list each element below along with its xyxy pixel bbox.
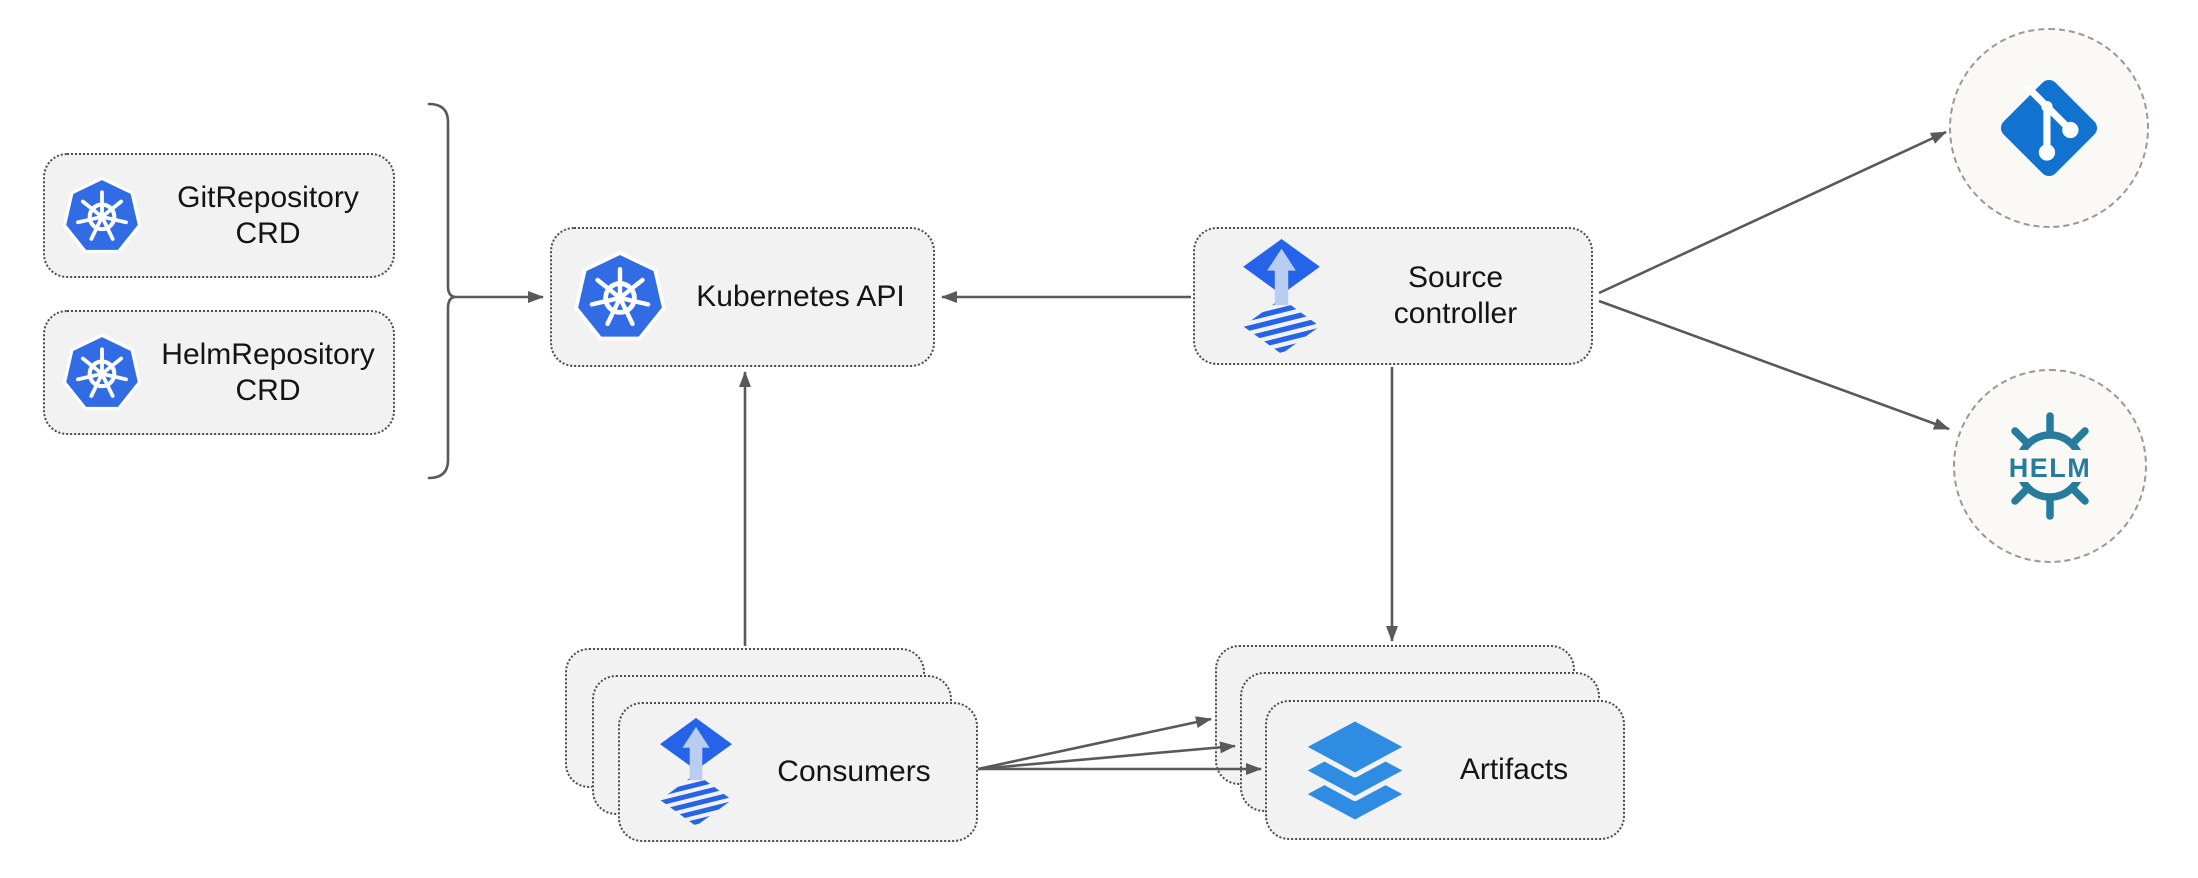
flux-source-icon (1243, 239, 1320, 354)
kubernetes-api-label: Kubernetes API (696, 280, 905, 313)
flux-source-icon (660, 718, 732, 826)
artifacts-label: Artifacts (1459, 753, 1569, 786)
kubernetes-icon (61, 175, 143, 257)
consumers-label: Consumers (777, 755, 931, 788)
arrow-source-controller-to-git (1598, 130, 1947, 295)
node-consumers: Consumers (618, 702, 978, 842)
node-kubernetes-api: Kubernetes API (550, 227, 935, 367)
git-icon (2000, 79, 2098, 177)
arrow-consumers-to-artifacts-2 (977, 741, 1236, 771)
node-artifacts: Artifacts (1265, 700, 1625, 840)
arrow-source-controller-to-helm (1598, 299, 1950, 431)
helm-icon: HELM (2001, 412, 2099, 520)
circle-helm-registry: HELM (1953, 369, 2147, 563)
helm-logo-text: HELM (2009, 453, 2092, 483)
arrow-consumers-to-artifacts-1 (977, 716, 1212, 771)
crd-group-brace (427, 102, 457, 480)
circle-git-remote (1949, 28, 2149, 228)
node-git-repository-crd: GitRepository CRD (43, 153, 395, 278)
helm-repository-crd-label: HelmRepository CRD (161, 337, 375, 407)
node-helm-repository-crd: HelmRepository CRD (43, 310, 395, 435)
kubernetes-icon (61, 332, 143, 414)
node-source-controller: Source controller (1193, 227, 1593, 365)
git-repository-crd-label: GitRepository CRD (177, 180, 359, 250)
kubernetes-icon (572, 249, 668, 345)
source-controller-label: Source controller (1393, 261, 1518, 330)
layers-icon (1305, 716, 1405, 825)
